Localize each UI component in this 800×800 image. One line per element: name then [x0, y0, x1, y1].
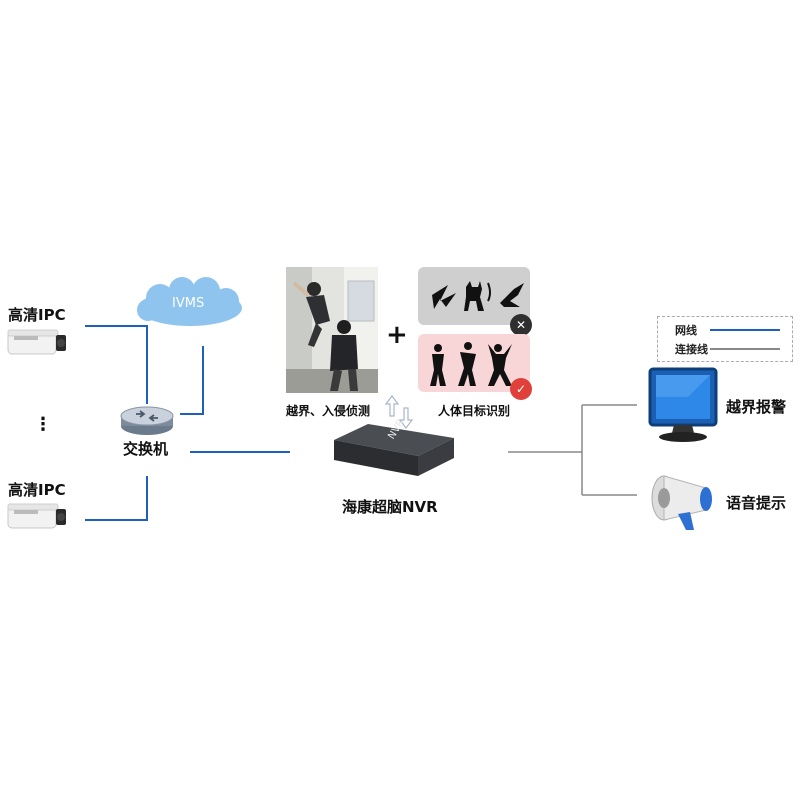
ipc-top-label: 高清IPC	[8, 306, 66, 324]
nvr-box-icon	[334, 424, 454, 476]
more-cameras-ellipsis: ⋮	[34, 414, 52, 435]
ip-camera-icon	[7, 503, 66, 529]
alarm-label: 越界报警	[726, 398, 787, 416]
recognition-caption: 人体目标识别	[438, 404, 511, 418]
close-icon: ✕	[510, 314, 532, 336]
ipc-bottom-label: 高清IPC	[8, 481, 66, 499]
speaker-label: 语音提示	[726, 494, 787, 512]
megaphone-icon	[651, 475, 712, 530]
sync-arrow-icon	[384, 395, 414, 429]
ip-camera-icon	[7, 329, 66, 355]
router-icon	[120, 406, 174, 435]
legend-item-connect: 连接线	[658, 339, 792, 357]
ivms-label: IVMS	[172, 296, 205, 311]
cable-ipc-top	[85, 325, 148, 404]
monitor-icon	[648, 367, 718, 442]
plus-sign: +	[386, 320, 408, 350]
legend-item-network: 网线	[658, 320, 792, 338]
switch-label: 交换机	[123, 440, 169, 458]
cable-ipc-bottom	[85, 476, 148, 521]
non-human-panel	[418, 267, 530, 325]
nvr-label: 海康超脑NVR	[342, 498, 438, 516]
intrusion-detection-photo	[286, 267, 378, 393]
check-icon: ✓	[510, 378, 532, 400]
legend-swatch-connect	[710, 348, 780, 350]
detect-caption: 越界、入侵侦测	[286, 404, 371, 418]
cloud-icon	[137, 277, 242, 326]
legend: 网线 连接线	[657, 316, 793, 362]
legend-swatch-network	[710, 329, 780, 331]
cable-ivms	[180, 346, 204, 415]
